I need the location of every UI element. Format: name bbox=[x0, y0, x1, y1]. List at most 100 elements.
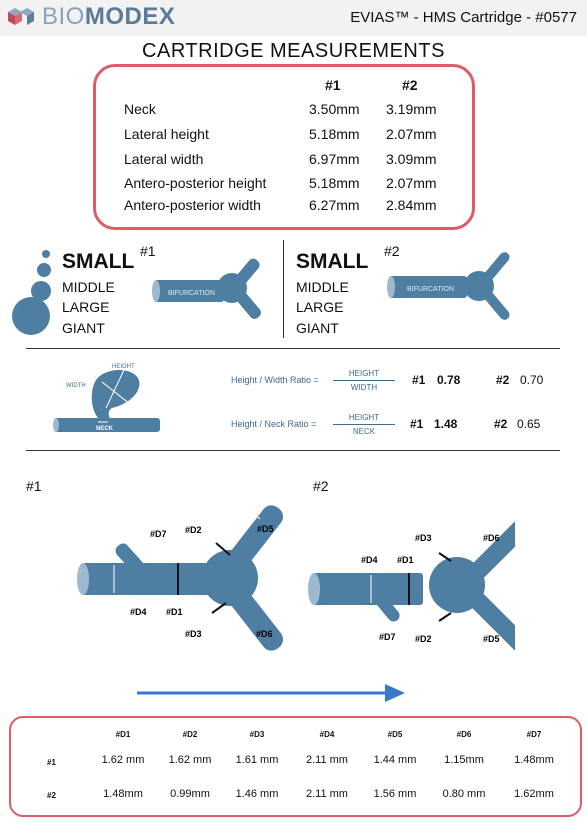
hw-value-1: 0.78 bbox=[437, 373, 461, 387]
page-title: CARTRIDGE MEASUREMENTS bbox=[142, 40, 445, 62]
table-header-d4: #D4 bbox=[319, 730, 335, 739]
hn-marker-1: #1 bbox=[410, 417, 424, 431]
measurements-header-row: #1 #2 bbox=[124, 77, 464, 93]
bifurcation-diagram-2: BIFURCATION bbox=[387, 252, 510, 320]
d6-label-1: #D6 bbox=[256, 629, 273, 639]
d3-label-2: #D3 bbox=[415, 533, 432, 543]
hn-denominator: NECK bbox=[352, 427, 376, 436]
value-1: 6.97mm bbox=[309, 151, 360, 167]
table-cell: 1.62 mm bbox=[168, 754, 212, 766]
table-row-label-1: #1 bbox=[47, 758, 56, 767]
size-circles-icon bbox=[12, 250, 51, 335]
value-1: 5.18mm bbox=[309, 175, 360, 191]
height-label: HEIGHT bbox=[112, 364, 135, 370]
size-divider bbox=[283, 240, 284, 338]
diagram-marker-2: #2 bbox=[313, 478, 329, 494]
table-header-d1: #D1 bbox=[115, 730, 131, 739]
hn-fraction-line bbox=[333, 424, 395, 425]
aneurysm-ratio-diagram: HEIGHT WIDTH NECK bbox=[53, 364, 160, 432]
column-1-header: #1 bbox=[325, 77, 341, 93]
table-cell: 1.61 mm bbox=[235, 754, 279, 766]
value-2: 3.19mm bbox=[386, 101, 437, 117]
vessel-diagram-2: #D3 #D6 #D4 #D1 #D7 #D2 #D5 bbox=[308, 512, 515, 657]
measurement-row-ap-height: Antero-posterior height 5.18mm 2.07mm bbox=[124, 175, 464, 191]
value-2: 2.84mm bbox=[386, 197, 437, 213]
hn-marker-2: #2 bbox=[494, 417, 508, 431]
value-1: 6.27mm bbox=[309, 197, 360, 213]
value-2: 2.07mm bbox=[386, 126, 437, 142]
diameter-table: #D1 #D2 #D3 #D4 #D5 #D6 #D7 #1 1.62 mm 1… bbox=[9, 716, 582, 817]
table-row-label-2: #2 bbox=[47, 791, 56, 800]
logo: BIOMODEX bbox=[6, 3, 175, 31]
table-cell: 0.99mm bbox=[170, 788, 210, 800]
table-cell: 1.56 mm bbox=[373, 788, 417, 800]
hw-marker-1: #1 bbox=[412, 373, 426, 387]
table-header-d7: #D7 bbox=[526, 730, 542, 739]
size-option-giant-1: GIANT bbox=[62, 320, 105, 336]
neck-label: NECK bbox=[96, 426, 114, 432]
row-label: Antero-posterior width bbox=[124, 197, 261, 213]
table-header-d6: #D6 bbox=[456, 730, 472, 739]
d6-label-2: #D6 bbox=[483, 533, 500, 543]
value-1: 3.50mm bbox=[309, 101, 360, 117]
row-label: Lateral height bbox=[124, 126, 209, 142]
table-cell: 2.11 mm bbox=[306, 788, 348, 800]
d4-label-2: #D4 bbox=[361, 555, 378, 565]
table-cell: 0.80 mm bbox=[442, 788, 486, 800]
cube-logo-icon bbox=[8, 8, 34, 25]
size-option-large-1: LARGE bbox=[62, 299, 110, 315]
d5-label-2: #D5 bbox=[483, 634, 500, 644]
table-cell: 1.44 mm bbox=[373, 754, 417, 766]
diagram-marker-1: #1 bbox=[26, 478, 42, 494]
size-option-middle-2: MIDDLE bbox=[296, 279, 349, 295]
d5-label-1: #D5 bbox=[257, 524, 274, 534]
hw-value-2: 0.70 bbox=[520, 373, 544, 387]
width-label: WIDTH bbox=[66, 383, 86, 389]
d1-label-1: #D1 bbox=[166, 607, 183, 617]
size-selected-1: SMALL bbox=[62, 250, 135, 273]
hw-denominator: WIDTH bbox=[350, 383, 378, 392]
table-cell: 1.48mm bbox=[103, 788, 143, 800]
d7-label-1: #D7 bbox=[150, 529, 167, 539]
size-option-large-2: LARGE bbox=[296, 299, 344, 315]
hn-numerator: HEIGHT bbox=[348, 413, 380, 422]
value-1: 5.18mm bbox=[309, 126, 360, 142]
bifurcation-label-1: BIFURCATION bbox=[168, 290, 215, 297]
size-marker-1: #1 bbox=[140, 243, 156, 259]
hw-marker-2: #2 bbox=[496, 373, 510, 387]
height-neck-ratio-label: Height / Neck Ratio = bbox=[231, 419, 317, 429]
value-2: 2.07mm bbox=[386, 175, 437, 191]
table-cell: 1.48mm bbox=[514, 754, 554, 766]
measurements-box: #1 #2 Neck 3.50mm 3.19mm Lateral height … bbox=[93, 64, 475, 230]
logo-text: BIOMODEX bbox=[42, 3, 176, 30]
flow-arrow-icon bbox=[137, 684, 405, 702]
divider-top bbox=[26, 348, 560, 349]
table-cell: 2.11 mm bbox=[306, 754, 348, 766]
size-option-middle-1: MIDDLE bbox=[62, 279, 115, 295]
table-header-d3: #D3 bbox=[249, 730, 265, 739]
row-label: Lateral width bbox=[124, 151, 204, 167]
hw-numerator: HEIGHT bbox=[348, 369, 380, 378]
table-cell: 1.62 mm bbox=[101, 754, 145, 766]
hn-value-1: 1.48 bbox=[434, 417, 458, 431]
row-label: Antero-posterior height bbox=[124, 175, 267, 191]
size-option-giant-2: GIANT bbox=[296, 320, 339, 336]
divider-bottom bbox=[26, 450, 560, 451]
d2-label-2: #D2 bbox=[415, 634, 432, 644]
d4-label-1: #D4 bbox=[130, 607, 147, 617]
table-cell: 1.15mm bbox=[444, 754, 484, 766]
d2-label-1: #D2 bbox=[185, 525, 202, 535]
measurement-row-lateral-width: Lateral width 6.97mm 3.09mm bbox=[124, 151, 464, 167]
table-cell: 1.62mm bbox=[514, 788, 554, 800]
bifurcation-diagram-1: BIFURCATION bbox=[152, 258, 261, 319]
document-title: EVIAS™ - HMS Cartridge - #0577 bbox=[350, 9, 577, 26]
column-2-header: #2 bbox=[402, 77, 418, 93]
hw-fraction-line bbox=[333, 380, 395, 381]
d7-label-2: #D7 bbox=[379, 632, 396, 642]
d3-label-1: #D3 bbox=[185, 629, 202, 639]
hn-value-2: 0.65 bbox=[517, 417, 541, 431]
measurement-row-neck: Neck 3.50mm 3.19mm bbox=[124, 101, 464, 117]
d1-label-2: #D1 bbox=[397, 555, 414, 565]
table-header-d2: #D2 bbox=[182, 730, 198, 739]
row-label: Neck bbox=[124, 101, 156, 117]
